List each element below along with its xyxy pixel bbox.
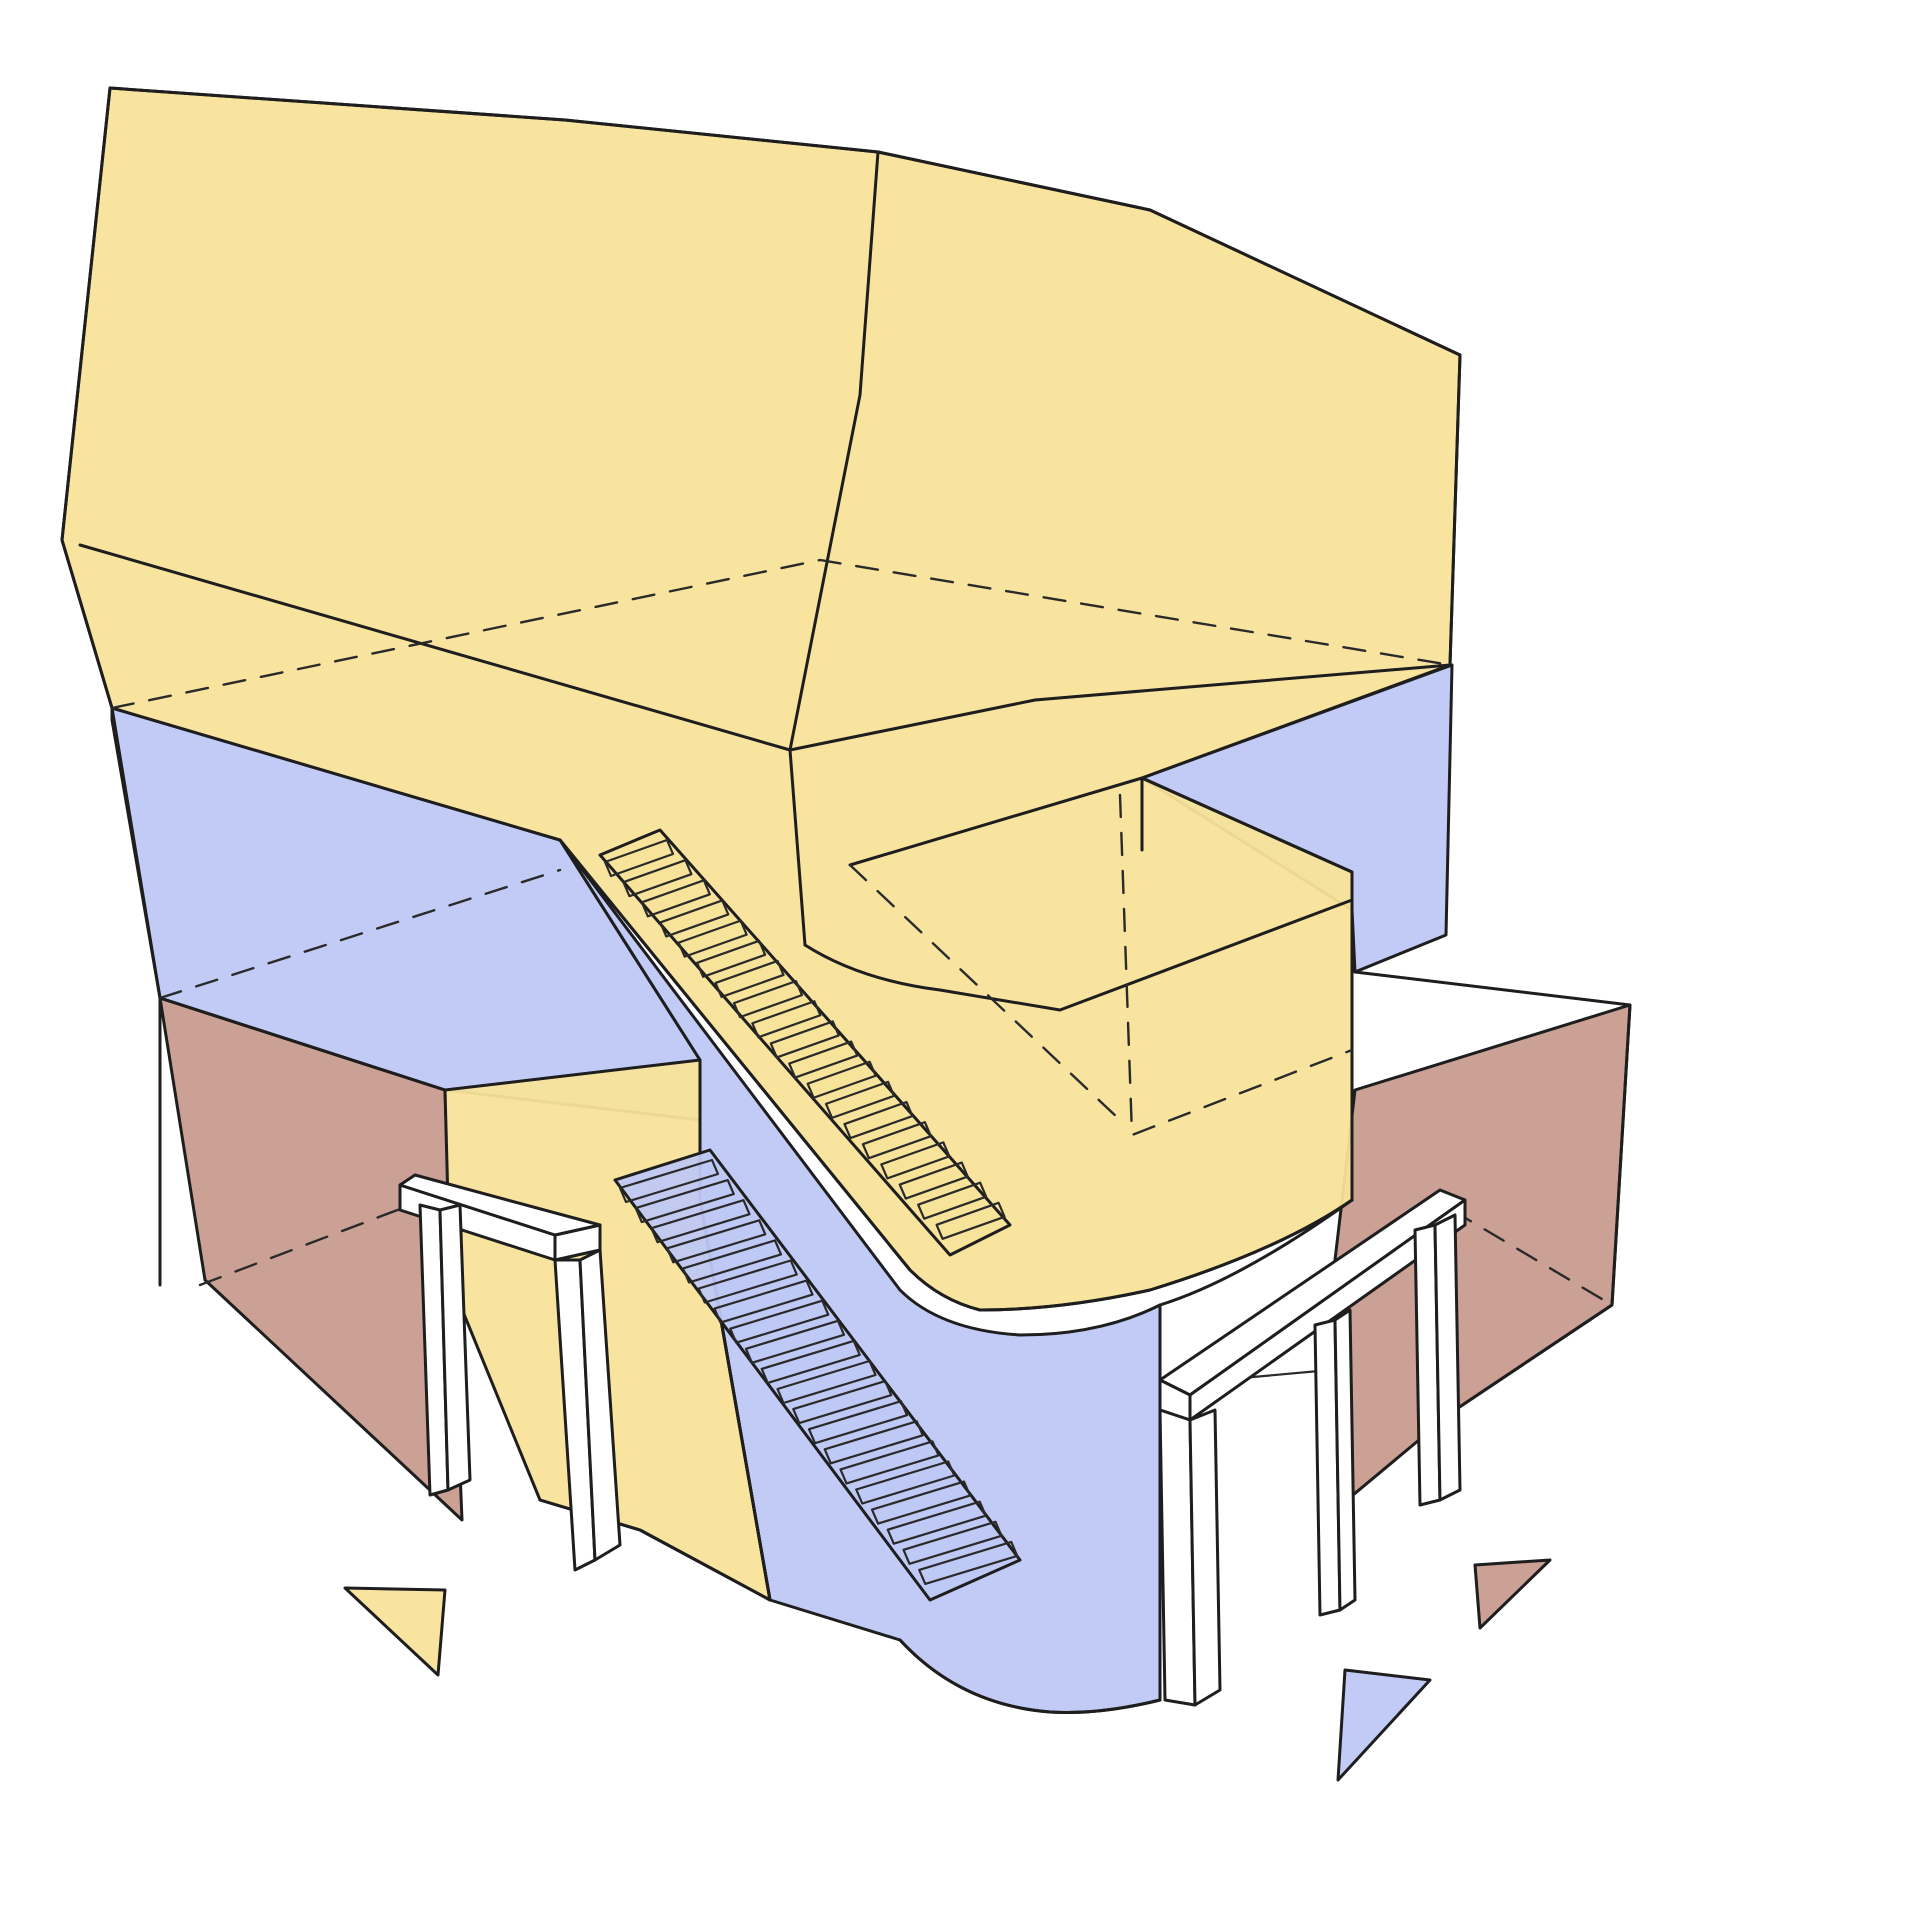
stair-step (806, 1060, 877, 1099)
stair-step (634, 1179, 735, 1224)
stair-step (918, 1540, 1019, 1585)
stair-step (935, 1201, 1006, 1240)
lower-staircase (613, 1148, 1022, 1602)
upper-stair-steps (603, 838, 1006, 1240)
stair-step (713, 1279, 814, 1324)
stair-step (788, 1040, 859, 1079)
lower-stair-steps (618, 1158, 1019, 1585)
stair-step (870, 1480, 972, 1525)
stair-step (677, 919, 748, 958)
stair-step (729, 1299, 830, 1344)
stair-step (823, 1420, 924, 1465)
stair-step (898, 1161, 969, 1200)
stair-step (880, 1141, 951, 1180)
stair-step (714, 959, 785, 999)
stair-step (751, 1000, 822, 1039)
stair-step (618, 1158, 720, 1204)
stair-step (659, 899, 730, 938)
stair-step (744, 1319, 846, 1364)
lower-stair-stringer (613, 1148, 1022, 1602)
stair-step (732, 980, 804, 1019)
stair-step (824, 1080, 896, 1119)
triangle-yellow-icon (343, 1586, 447, 1677)
stair-step (622, 859, 693, 898)
stair-step (902, 1520, 1003, 1565)
upper-stair-stringer (598, 828, 1012, 1257)
stair-step (666, 1219, 767, 1264)
stair-step (769, 1020, 840, 1059)
triangle-brown-icon (1473, 1558, 1552, 1630)
stair-step (839, 1440, 940, 1485)
portal-frame-right (1158, 1188, 1467, 1707)
stair-step (861, 1121, 932, 1160)
stair-step (807, 1400, 909, 1445)
stair-step (603, 838, 675, 878)
stair-step (917, 1181, 988, 1220)
blue-middle-volume (110, 663, 1454, 1714)
triangle-markers (343, 1558, 1552, 1782)
stair-step (650, 1199, 751, 1244)
stair-step (776, 1359, 877, 1405)
stair-step (697, 1259, 798, 1304)
outline-lines (60, 86, 1632, 1714)
stair-step (760, 1339, 861, 1384)
stair-step (886, 1500, 987, 1545)
stair-step (792, 1380, 893, 1425)
stair-step (640, 879, 711, 918)
triangle-blue-icon (1336, 1668, 1432, 1782)
hidden-lines (110, 558, 1614, 1307)
stair-step (843, 1100, 914, 1140)
upper-staircase (598, 828, 1012, 1257)
stair-step (855, 1460, 956, 1505)
portal-frame-left (398, 1173, 622, 1572)
stair-step (696, 939, 767, 978)
stair-step (681, 1239, 783, 1284)
